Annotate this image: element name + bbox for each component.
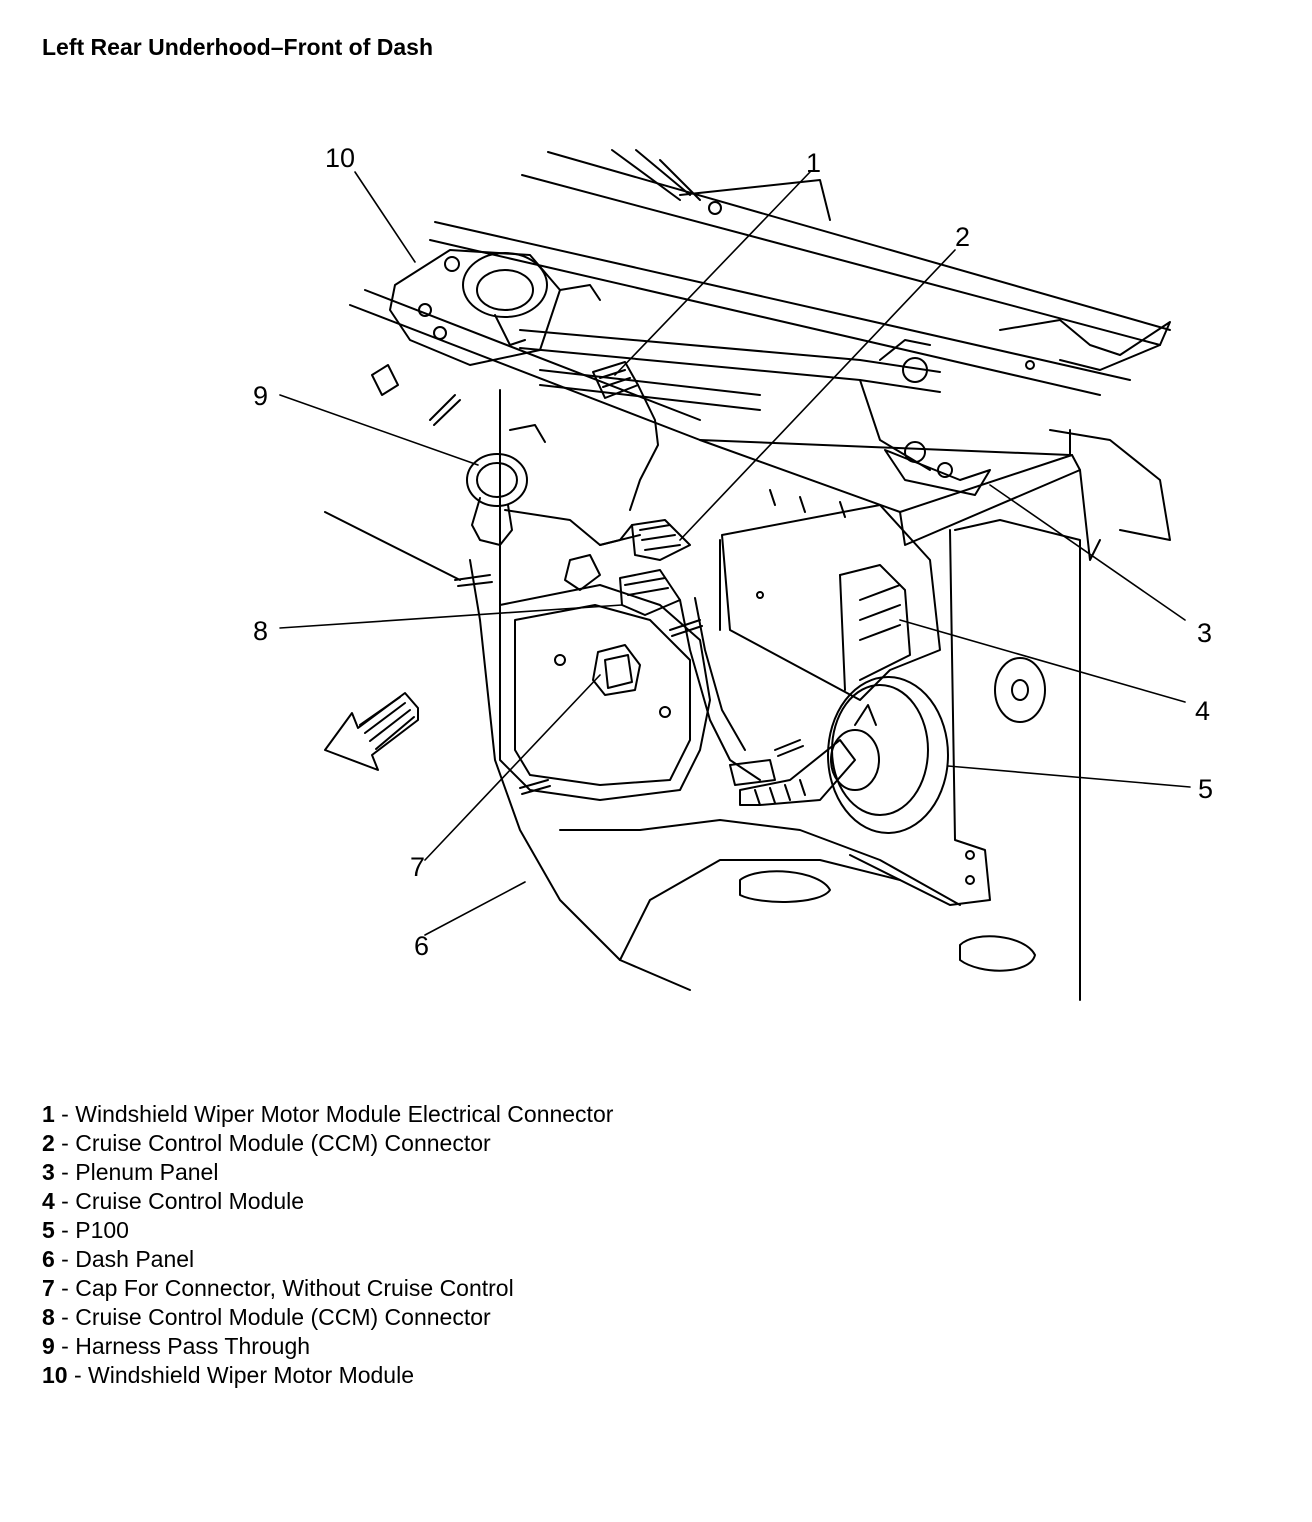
dash-panel xyxy=(324,389,1036,991)
parts-legend: 1 - Windshield Wiper Motor Module Electr… xyxy=(42,1100,613,1390)
legend-item: 4 - Cruise Control Module xyxy=(42,1188,305,1214)
harness-pass-through xyxy=(466,424,641,546)
legend-number: 6 xyxy=(42,1246,55,1272)
p100-grommet xyxy=(729,676,949,834)
legend-item: 1 - Windshield Wiper Motor Module Electr… xyxy=(42,1101,614,1127)
callout-numbers: 10 1 2 3 4 5 6 7 8 9 xyxy=(253,143,1213,961)
legend-number: 4 xyxy=(42,1188,55,1214)
legend-number: 2 xyxy=(42,1130,55,1156)
callout-leaders xyxy=(279,171,1191,936)
legend-item: 2 - Cruise Control Module (CCM) Connecto… xyxy=(42,1130,491,1156)
page-title: Left Rear Underhood–Front of Dash xyxy=(42,34,434,60)
legend-number: 7 xyxy=(42,1275,55,1301)
ccm-connectors xyxy=(564,519,761,781)
plenum-panel xyxy=(349,289,1171,561)
callout-8: 8 xyxy=(253,616,268,646)
callout-4: 4 xyxy=(1195,696,1210,726)
legend-label: Plenum Panel xyxy=(75,1159,219,1185)
legend-number: 3 xyxy=(42,1159,55,1185)
legend-label: Cruise Control Module (CCM) Connector xyxy=(75,1304,491,1330)
forward-direction-arrow xyxy=(324,692,419,771)
legend-item: 5 - P100 xyxy=(42,1217,129,1243)
callout-1: 1 xyxy=(806,148,821,178)
legend-item: 7 - Cap For Connector, Without Cruise Co… xyxy=(42,1275,514,1301)
legend-item: 9 - Harness Pass Through xyxy=(42,1333,311,1359)
wiper-motor xyxy=(389,249,601,366)
legend-item: 8 - Cruise Control Module (CCM) Connecto… xyxy=(42,1304,491,1330)
legend-item: 10 - Windshield Wiper Motor Module xyxy=(42,1362,414,1388)
legend-number: 9 xyxy=(42,1333,55,1359)
legend-number: 1 xyxy=(42,1101,55,1127)
callout-3: 3 xyxy=(1197,618,1212,648)
fender-panels xyxy=(719,519,1081,1001)
legend-number: 5 xyxy=(42,1217,55,1243)
legend-label: Windshield Wiper Motor Module xyxy=(88,1362,414,1388)
callout-9: 9 xyxy=(253,381,268,411)
wiper-linkage xyxy=(519,329,941,471)
legend-item: 3 - Plenum Panel xyxy=(42,1159,219,1185)
legend-label: Cruise Control Module xyxy=(75,1188,305,1214)
legend-number: 8 xyxy=(42,1304,55,1330)
callout-2: 2 xyxy=(955,222,970,252)
legend-number: 10 xyxy=(42,1362,68,1388)
callout-7: 7 xyxy=(410,852,425,882)
legend-label: Windshield Wiper Motor Module Electrical… xyxy=(75,1101,614,1127)
legend-label: Cruise Control Module (CCM) Connector xyxy=(75,1130,491,1156)
legend-label: P100 xyxy=(75,1217,129,1243)
callout-5: 5 xyxy=(1198,774,1213,804)
legend-label: Cap For Connector, Without Cruise Contro… xyxy=(75,1275,514,1301)
legend-label: Dash Panel xyxy=(75,1246,195,1272)
callout-6: 6 xyxy=(414,931,429,961)
connector-cap xyxy=(592,644,641,696)
wiper-motor-connector xyxy=(592,361,659,511)
cruise-control-module xyxy=(721,504,941,701)
legend-item: 6 - Dash Panel xyxy=(42,1246,195,1272)
legend-label: Harness Pass Through xyxy=(75,1333,311,1359)
cowl-lines xyxy=(429,149,1171,396)
callout-10: 10 xyxy=(325,143,355,173)
